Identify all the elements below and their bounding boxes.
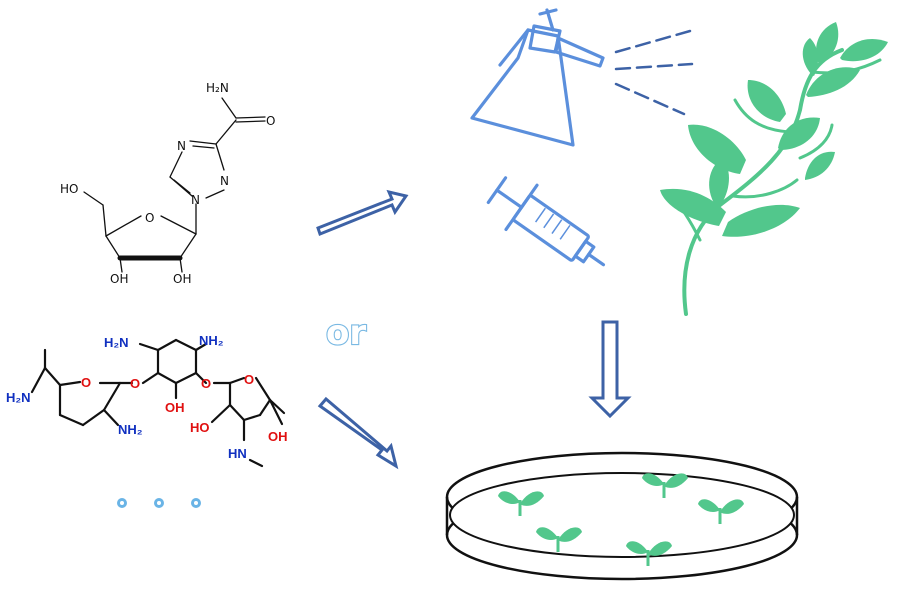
arrow-down	[588, 320, 632, 419]
seedling-icon	[626, 541, 672, 566]
label-ho-ring2: HO	[190, 420, 210, 435]
arrow-upper	[316, 189, 409, 236]
label-o-ring1: O	[81, 375, 91, 390]
label-oh-right: OH	[173, 272, 191, 286]
arrow-lower	[317, 396, 399, 470]
label-oh-mid: OH	[165, 400, 185, 415]
label-h2n-left: H₂N	[6, 390, 31, 405]
label-o-ring: O	[145, 211, 154, 225]
label-n-top: N	[177, 139, 186, 153]
or-label: or	[326, 313, 366, 353]
label-o-carbonyl: O	[266, 114, 275, 128]
label-n-right: N	[220, 174, 229, 188]
label-ho: HO	[60, 182, 78, 196]
label-h2n-amide: H₂N	[206, 81, 229, 95]
label-o-link2: O	[201, 376, 211, 391]
ribavirin-structure: H₂N O N N N O HO OH OH	[60, 81, 275, 286]
label-hn: HN	[228, 446, 247, 461]
seedling-icon	[642, 473, 688, 498]
ellipsis-dots	[117, 498, 201, 508]
label-n-bottom: N	[191, 193, 200, 207]
spray-bottle-icon	[470, 8, 694, 147]
label-nh2-lower: NH₂	[118, 422, 143, 437]
seedling-icon	[498, 491, 544, 516]
syringe-icon	[486, 176, 606, 267]
petri-dish-icon	[445, 451, 799, 581]
label-o-link1: O	[130, 376, 140, 391]
label-nh2-top: NH₂	[199, 333, 224, 348]
label-h2n-top: H₂N	[104, 335, 129, 350]
aminoglycoside-structure: H₂N NH₂ H₂N O O OH NH₂ O O HO OH HN	[6, 333, 288, 468]
seedling-icon	[536, 527, 582, 552]
plant-icon	[660, 22, 888, 316]
label-o-ring2: O	[244, 372, 254, 387]
label-oh-left: OH	[110, 272, 128, 286]
seedling-icon	[698, 499, 744, 524]
label-oh-ring2: OH	[268, 429, 288, 444]
